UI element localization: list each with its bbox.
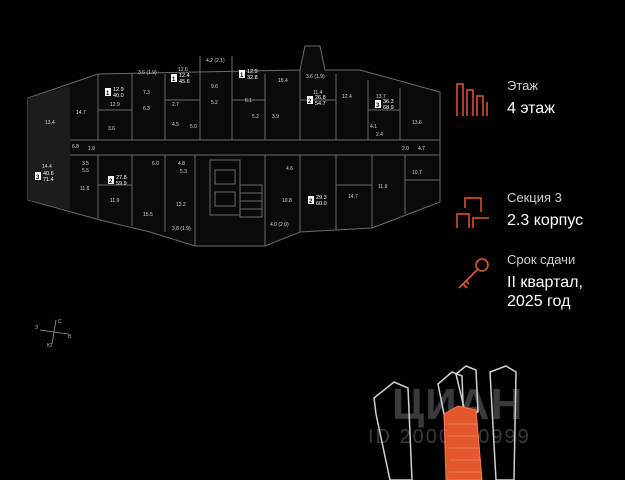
delivery-label: Срок сдачи xyxy=(507,252,576,267)
room-area: 3.8 (1.9) xyxy=(172,226,191,232)
room-area: 7.3 xyxy=(143,90,150,96)
room-area: 6.1 xyxy=(245,98,252,104)
compass-west: З xyxy=(35,325,38,331)
delivery-value-line1: II квартал, xyxy=(507,274,583,291)
unit-rooms: 1 xyxy=(106,91,110,97)
floor-value: 4 этаж xyxy=(507,100,555,117)
room-area: 1.9 xyxy=(88,146,95,152)
unit-total-area: 60.0 xyxy=(316,201,327,207)
info-panel: Этаж 4 этаж Секция 3 2.3 корпус С xyxy=(455,78,625,332)
compass-south: Ю xyxy=(47,343,52,348)
compass-north: С xyxy=(58,319,62,325)
unit-total-area: 32.8 xyxy=(247,75,258,81)
room-area: 4.6 xyxy=(286,166,293,172)
room-area: 10.8 xyxy=(282,198,292,204)
floor-icon xyxy=(456,83,488,116)
room-area: 5.2 xyxy=(252,114,259,120)
room-area: 14.4 xyxy=(42,164,52,170)
room-area: 4.2 (2.1) xyxy=(206,58,225,64)
unit-total-area: 45.6 xyxy=(179,79,190,85)
room-area: 13.6 xyxy=(412,120,422,126)
compass-east: В xyxy=(68,334,72,340)
room-area: 6.3 xyxy=(143,106,150,112)
room-area: 11.9 xyxy=(378,184,388,190)
room-area: 4.1 xyxy=(370,124,377,130)
unit-living-area: 12.4 xyxy=(179,73,190,79)
room-area: 10.7 xyxy=(412,170,422,176)
room-area: 6.8 xyxy=(72,144,79,150)
unit-total-area: 68.9 xyxy=(383,105,394,111)
unit-rooms: 1 xyxy=(172,77,176,83)
room-area: 5.0 xyxy=(190,124,197,130)
room-area: 11.6 xyxy=(80,186,90,192)
section-value: 2.3 корпус xyxy=(507,212,584,229)
unit-living-area: 40.6 xyxy=(43,171,54,177)
key-icon xyxy=(458,258,489,289)
room-area: 3.6 (1.9) xyxy=(138,70,157,76)
floor-info: Этаж 4 этаж xyxy=(455,78,625,190)
room-area: 6.0 xyxy=(152,161,159,167)
room-area: 2.0 xyxy=(402,146,409,152)
room-area: 5.5 xyxy=(82,168,89,174)
unit-living-area: 12.9 xyxy=(247,69,258,75)
delivery-info: Срок сдачи II квартал, 2025 год xyxy=(455,252,625,332)
unit-rooms: 2 xyxy=(109,179,113,185)
room-area: 14.7 xyxy=(76,110,86,116)
unit-total-area: 59.9 xyxy=(116,181,127,187)
room-area: 2.7 xyxy=(172,102,179,108)
room-area: 3.5 xyxy=(82,161,89,167)
unit-living-area: 12.9 xyxy=(113,87,124,93)
unit-total-area: 54.7 xyxy=(315,101,326,107)
unit-rooms: 3 xyxy=(376,103,380,109)
room-area: 2.4 xyxy=(376,132,383,138)
unit-living-area: 36.3 xyxy=(383,99,394,105)
room-area: 3.9 xyxy=(272,114,279,120)
unit-rooms: 3 xyxy=(36,175,40,181)
compass-icon: С В З Ю xyxy=(35,319,72,348)
room-area: 5.3 xyxy=(180,169,187,175)
unit-total-area: 40.0 xyxy=(113,93,124,99)
room-area: 3.6 xyxy=(108,126,115,132)
unit-rooms: 2 xyxy=(308,99,312,105)
room-area: 12.4 xyxy=(342,94,352,100)
room-area: 13.4 xyxy=(45,120,55,126)
room-area: 5.2 xyxy=(211,100,218,106)
room-area: 4.0 (2.0) xyxy=(270,222,289,228)
section-label: Секция 3 xyxy=(507,190,562,205)
unit-living-area: 26.8 xyxy=(315,95,326,101)
room-area: 11.9 xyxy=(110,198,120,204)
room-area: 13.7 xyxy=(376,94,386,100)
unit-living-area: 27.8 xyxy=(116,175,127,181)
delivery-value-line2: 2025 год xyxy=(507,293,571,310)
room-area: 4.8 xyxy=(178,161,185,167)
unit-living-area: 29.3 xyxy=(316,195,327,201)
room-area: 12.9 xyxy=(110,102,120,108)
room-area: 4.5 xyxy=(172,122,179,128)
room-area: 11.4 xyxy=(313,90,323,96)
room-area: 12.6 xyxy=(178,67,188,73)
section-info: Секция 3 2.3 корпус xyxy=(455,190,625,252)
unit-total-area: 71.4 xyxy=(43,177,54,183)
room-area: 15.5 xyxy=(143,212,153,218)
section-icon xyxy=(456,197,489,228)
room-area: 13.2 xyxy=(176,202,186,208)
unit-rooms: 2 xyxy=(309,199,313,205)
room-area: 14.7 xyxy=(348,194,358,200)
unit-rooms: 1 xyxy=(240,73,244,79)
room-area: 4.7 xyxy=(418,146,425,152)
room-area: 3.6 (1.9) xyxy=(306,74,325,80)
room-area: 9.6 xyxy=(211,84,218,90)
room-area: 15.4 xyxy=(278,78,288,84)
building-sections-illustration xyxy=(373,365,517,480)
floor-label: Этаж xyxy=(507,78,539,93)
